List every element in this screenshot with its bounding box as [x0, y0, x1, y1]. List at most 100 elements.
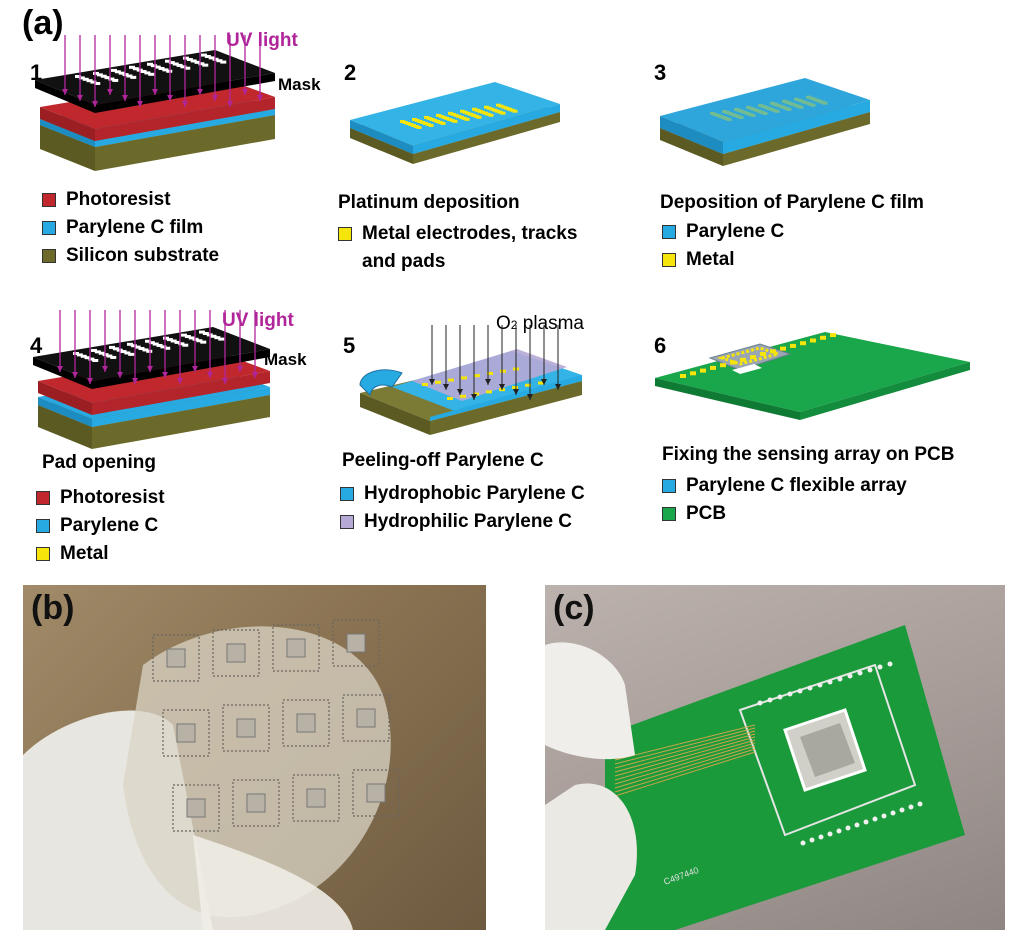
legend-silicon: Silicon substrate: [42, 242, 219, 270]
pcb-via: [846, 826, 851, 831]
pcb-pad: [680, 374, 686, 378]
pcb-via: [808, 686, 813, 691]
legend-flexible-array: Parylene C flexible array: [662, 472, 907, 500]
step-3-legend: Parylene C Metal: [662, 218, 784, 274]
metal-pad: [823, 102, 828, 105]
pcb-via: [891, 811, 896, 816]
step-5-diagram: [352, 325, 632, 455]
metal-pad: [727, 118, 732, 121]
parylene-swatch: [36, 519, 50, 533]
legend-label: Metal: [686, 249, 735, 271]
metal-pad: [461, 376, 467, 379]
pcb-via: [918, 802, 923, 807]
legend-hydrophilic: Hydrophilic Parylene C: [340, 508, 585, 536]
step-4-diagram: [30, 315, 330, 465]
pcb-via: [801, 841, 806, 846]
pcb-via: [873, 817, 878, 822]
step-5-caption: Peeling-off Parylene C: [342, 450, 544, 472]
legend-label: Silicon substrate: [66, 245, 219, 267]
metal-pad: [501, 112, 506, 115]
metal-pad: [811, 104, 816, 107]
legend-label: Hydrophobic Parylene C: [364, 483, 585, 505]
metal-pad: [763, 112, 768, 115]
hydrophobic-swatch: [340, 487, 354, 501]
pcb-pad: [830, 333, 836, 337]
mask-opening: [112, 79, 118, 82]
pcb-via: [900, 808, 905, 813]
panel-c-label: (c): [553, 589, 595, 628]
parylene-swatch: [662, 479, 676, 493]
legend-photoresist: Photoresist: [36, 484, 165, 512]
legend-parylene: Parylene C: [662, 218, 784, 246]
metal-pad: [474, 374, 480, 377]
array-center: [287, 639, 305, 657]
mask-opening: [200, 341, 206, 344]
array-center: [297, 714, 315, 732]
pcb-via: [819, 835, 824, 840]
metal-pad: [448, 379, 454, 382]
legend-label: Metal: [60, 543, 109, 565]
pcb-pad: [730, 361, 736, 365]
metal-pad: [799, 106, 804, 109]
flexible-array-illustration: [23, 585, 486, 930]
metal-pad: [513, 110, 518, 113]
legend-label: PCB: [686, 503, 726, 525]
legend-label: Parylene C: [60, 515, 158, 537]
legend-hydrophobic: Hydrophobic Parylene C: [340, 480, 585, 508]
pcb-via: [828, 832, 833, 837]
metal-swatch: [662, 253, 676, 267]
metal-pad: [512, 386, 518, 389]
step-2-diagram: [345, 70, 605, 180]
pcb-via: [837, 829, 842, 834]
array-center: [367, 784, 385, 802]
mask-opening: [110, 356, 116, 359]
legend-pcb: PCB: [662, 500, 907, 528]
legend-label: Metal electrodes, tracks: [362, 223, 577, 245]
photo-pcb: C497440 (c): [545, 585, 1005, 930]
pcb-pad: [720, 363, 726, 367]
pcb-via: [888, 662, 893, 667]
pcb-via: [838, 677, 843, 682]
legend-metal-electrodes: Metal electrodes, tracks: [338, 220, 577, 248]
pcb-pad: [760, 352, 766, 356]
array-center: [187, 799, 205, 817]
pcb-pad: [820, 336, 826, 340]
pcb-via: [855, 823, 860, 828]
pcb-via: [758, 701, 763, 706]
pcb-via: [864, 820, 869, 825]
metal-pad: [460, 395, 466, 398]
mask-opening: [148, 73, 154, 76]
photo-flexible-array: (b): [23, 585, 486, 930]
photoresist-swatch: [42, 193, 56, 207]
legend-photoresist: Photoresist: [42, 186, 219, 214]
metal-pad: [417, 126, 422, 129]
legend-label: Photoresist: [66, 189, 171, 211]
pcb-via: [818, 683, 823, 688]
pcb-pad: [790, 344, 796, 348]
pcb-via: [810, 838, 815, 843]
array-center: [357, 709, 375, 727]
step-3-diagram: [655, 70, 915, 180]
mask-opening: [220, 61, 226, 64]
metal-pad: [775, 110, 780, 113]
pcb-via: [828, 680, 833, 685]
metal-pad: [465, 118, 470, 121]
metal-pad: [489, 114, 494, 117]
metal-pad: [500, 370, 506, 373]
pcb-illustration: C497440: [545, 585, 1005, 930]
array-center: [237, 719, 255, 737]
pcb-via: [858, 671, 863, 676]
metal-pad: [787, 108, 792, 111]
legend-label: Photoresist: [60, 487, 165, 509]
pcb-via: [768, 698, 773, 703]
step-3-caption: Deposition of Parylene C film: [660, 192, 924, 214]
metal-pad: [453, 120, 458, 123]
mask-opening: [182, 344, 188, 347]
mask-opening: [128, 353, 134, 356]
metal-swatch: [36, 547, 50, 561]
mask-opening: [146, 350, 152, 353]
mask-opening: [202, 64, 208, 67]
metal-pad: [486, 390, 492, 393]
mask-opening: [166, 70, 172, 73]
array-center: [347, 634, 365, 652]
